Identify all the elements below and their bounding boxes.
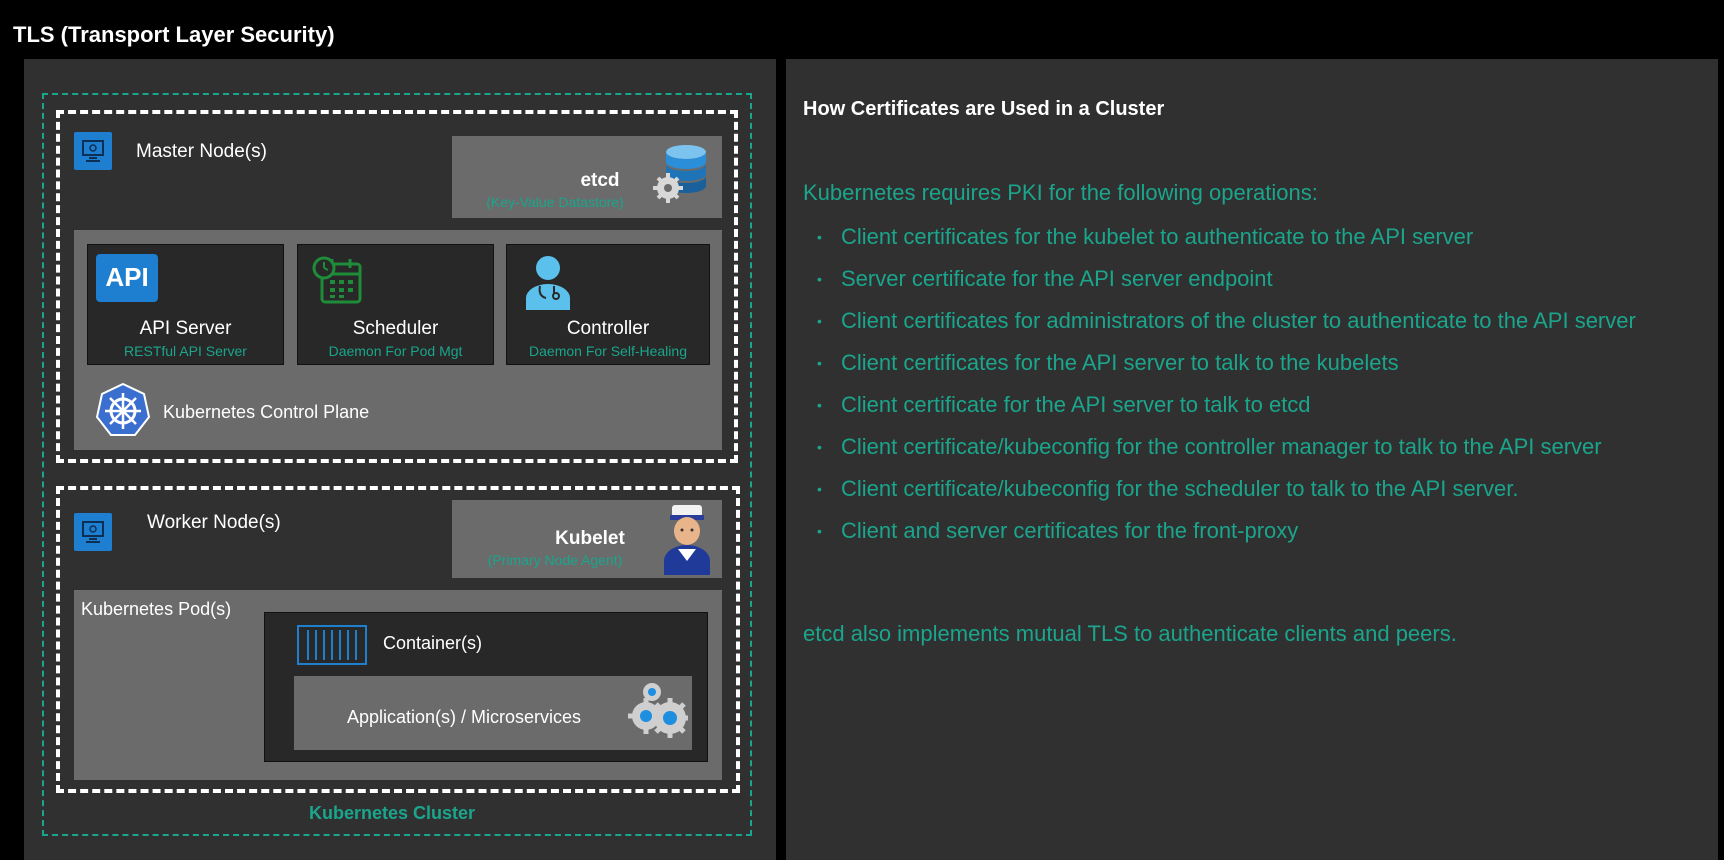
bullet: • xyxy=(817,481,822,497)
info-panel xyxy=(786,59,1718,860)
container-icon xyxy=(297,625,367,665)
gears-icon xyxy=(628,683,688,738)
list-item: • Client and server certificates for the … xyxy=(812,510,1702,552)
etcd-subtitle: (Key-Value Datastore) xyxy=(486,194,624,210)
list-item-text: Client certificates for the kubelet to a… xyxy=(841,224,1474,249)
controller-title: Controller xyxy=(566,318,650,339)
kubernetes-cluster-frame xyxy=(42,93,752,836)
info-outro: etcd also implements mutual TLS to authe… xyxy=(803,621,1457,646)
list-item-text: Client certificate/kubeconfig for the sc… xyxy=(841,476,1519,501)
api-icon-text: API xyxy=(105,262,149,292)
kubernetes-helm-icon xyxy=(95,382,151,436)
list-item-text: Client certificates for the API server t… xyxy=(841,350,1399,375)
list-item: • Client certificates for the API server … xyxy=(812,342,1702,384)
monitor-icon xyxy=(74,132,112,170)
bullet: • xyxy=(817,313,822,329)
kubelet-title: Kubelet xyxy=(555,528,625,549)
info-intro: Kubernetes requires PKI for the followin… xyxy=(803,180,1318,205)
list-item: • Client certificate/kubeconfig for the c… xyxy=(812,426,1702,468)
calendar-clock-icon xyxy=(312,256,362,304)
api-icon: API xyxy=(96,254,158,302)
bullet: • xyxy=(817,355,822,371)
list-item: • Client certificate/kubeconfig for the s… xyxy=(812,468,1702,510)
list-item: • Client certificate for the API server t… xyxy=(812,384,1702,426)
master-node-label: Master Node(s) xyxy=(136,141,267,162)
scheduler-subtitle: Daemon For Pod Mgt xyxy=(328,343,463,359)
page-title: TLS (Transport Layer Security) xyxy=(13,22,335,47)
bullet: • xyxy=(817,229,822,245)
bullet: • xyxy=(817,523,822,539)
certificate-uses-list: • Client certificates for the kubelet to … xyxy=(812,216,1702,552)
list-item-text: Client certificate for the API server to… xyxy=(841,392,1311,417)
monitor-icon xyxy=(74,513,112,551)
database-icon xyxy=(653,145,706,203)
api-server-subtitle: RESTful API Server xyxy=(124,343,247,359)
scheduler-title: Scheduler xyxy=(352,318,439,339)
list-item-text: Server certificate for the API server en… xyxy=(841,266,1273,291)
controller-subtitle: Daemon For Self-Healing xyxy=(529,343,687,359)
list-item: • Server certificate for the API server e… xyxy=(812,258,1702,300)
info-heading: How Certificates are Used in a Cluster xyxy=(803,98,1165,120)
api-server-box xyxy=(87,244,284,365)
list-item: • Client certificates for administrators … xyxy=(812,300,1702,342)
kubelet-subtitle: (Primary Node Agent) xyxy=(487,552,623,568)
app-box xyxy=(294,676,692,750)
control-plane-label: Kubernetes Control Plane xyxy=(163,402,370,422)
worker-node-frame xyxy=(56,486,740,793)
bullet: • xyxy=(817,439,822,455)
list-item: • Client certificates for the kubelet to … xyxy=(812,216,1702,258)
container-label: Container(s) xyxy=(383,633,483,653)
list-item-text: Client certificate/kubeconfig for the co… xyxy=(841,434,1602,459)
bullet: • xyxy=(817,397,822,413)
list-item-text: Client and server certificates for the f… xyxy=(841,518,1299,543)
bullet: • xyxy=(817,271,822,287)
list-item-text: Client certificates for administrators o… xyxy=(841,308,1636,333)
sailor-icon xyxy=(664,505,710,575)
api-server-title: API Server xyxy=(139,318,232,339)
cluster-label: Kubernetes Cluster xyxy=(308,803,476,823)
worker-node-label: Worker Node(s) xyxy=(147,512,281,533)
app-label: Application(s) / Microservices xyxy=(347,707,582,727)
etcd-title: etcd xyxy=(580,170,620,191)
master-node-frame xyxy=(56,110,738,463)
doctor-icon xyxy=(526,256,570,310)
pod-label: Kubernetes Pod(s) xyxy=(81,599,232,619)
